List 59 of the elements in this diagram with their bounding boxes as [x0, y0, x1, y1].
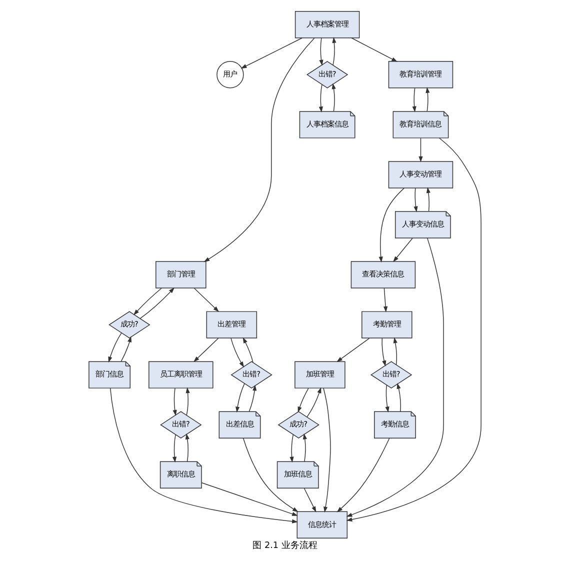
caption: 图 2.1 业务流程 [252, 541, 318, 552]
arrow [242, 337, 254, 363]
arrow [336, 338, 370, 362]
arrow [382, 338, 386, 366]
node-diamond: 成功? [108, 311, 150, 338]
arrow [248, 384, 257, 412]
arrow [378, 188, 405, 263]
arrow [418, 138, 423, 162]
arrow [140, 287, 175, 319]
arrow [194, 288, 220, 312]
arrow [384, 288, 388, 312]
arrow [426, 187, 430, 212]
arrow [201, 482, 298, 516]
node-box: 出差管理 [206, 311, 258, 338]
node-box: 教育培训管理 [388, 61, 454, 88]
arrow [332, 37, 336, 66]
arrow [318, 84, 323, 112]
arrow [290, 434, 294, 463]
node-box: 人事档案管理 [294, 11, 360, 38]
node-box: 查看决策信息 [350, 261, 416, 288]
arrow [185, 433, 190, 462]
node-box: 考勤管理 [362, 311, 412, 338]
node-box: 员工离职管理 [148, 361, 214, 388]
arrow [186, 387, 190, 416]
arrow [319, 38, 324, 66]
node-box: 人事变动管理 [388, 161, 454, 188]
arrow [412, 88, 416, 112]
arrow [302, 433, 307, 462]
arrow [172, 388, 177, 416]
arrow [385, 384, 390, 412]
arrow [204, 38, 315, 262]
arrow [236, 383, 245, 413]
arrow [108, 332, 122, 363]
arrow [133, 288, 162, 316]
arrow [194, 338, 219, 362]
arrow [240, 38, 302, 69]
arrow [110, 388, 298, 524]
arrow [306, 387, 322, 418]
arrow [426, 87, 430, 112]
arrow [414, 188, 418, 212]
node-box: 部门管理 [156, 261, 206, 288]
arrow [332, 83, 336, 112]
arrow [393, 337, 398, 366]
node-box: 加班管理 [294, 361, 346, 388]
node-box: 信息统计 [296, 511, 348, 539]
arrow [351, 38, 398, 62]
arrow [346, 238, 444, 517]
node-circle: 用户 [216, 61, 244, 88]
arrow [298, 388, 309, 413]
arrow [396, 382, 401, 412]
arrow [393, 238, 413, 262]
arrow [336, 438, 390, 512]
arrow [242, 438, 298, 512]
arrow [304, 488, 316, 512]
arrow [346, 138, 482, 522]
arrow [323, 388, 331, 513]
arrow [120, 336, 132, 362]
arrow [230, 338, 244, 368]
arrow [172, 434, 177, 463]
